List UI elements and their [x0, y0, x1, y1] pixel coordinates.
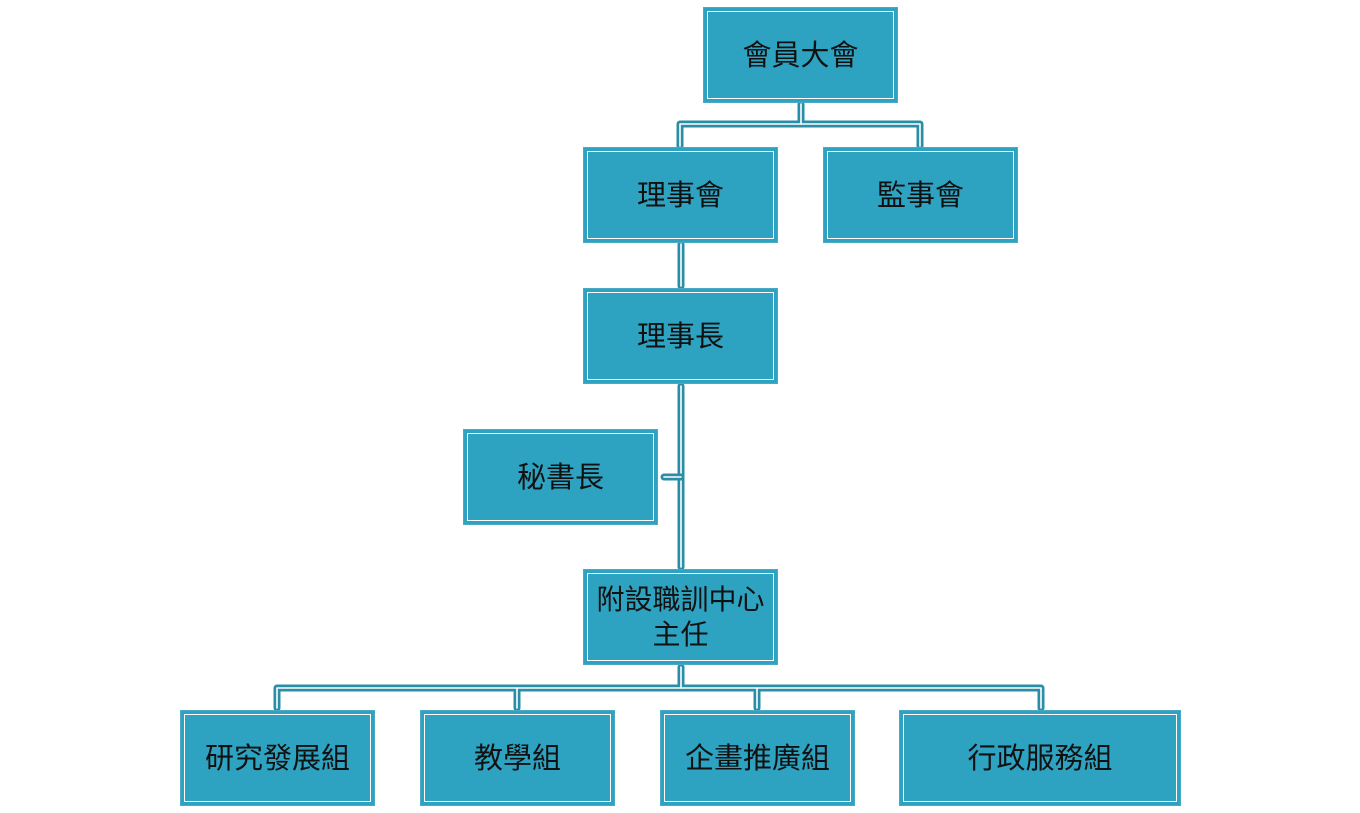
- node-planning-promotion-group: 企畫推廣組: [660, 710, 855, 806]
- node-general-assembly-label: 會員大會: [742, 37, 859, 72]
- node-board-of-supervisors: 監事會: [823, 147, 1018, 243]
- node-secretary-general: 秘書長: [463, 429, 658, 525]
- node-chairman: 理事長: [583, 288, 778, 384]
- node-rd-group: 研究發展組: [180, 710, 375, 806]
- connector-assembly-to-boards: [676, 100, 924, 150]
- node-teaching-group: 教學組: [420, 710, 615, 806]
- node-training-center-director: 附設職訓中心 主任: [583, 569, 778, 665]
- node-training-center-director-label: 附設職訓中心 主任: [596, 583, 765, 651]
- node-board-of-supervisors-label: 監事會: [876, 177, 964, 212]
- node-board-of-directors: 理事會: [583, 147, 778, 243]
- node-planning-promotion-group-label: 企畫推廣組: [684, 740, 830, 775]
- node-teaching-group-label: 教學組: [473, 740, 561, 775]
- node-rd-group-label: 研究發展組: [204, 740, 350, 775]
- node-admin-services-group: 行政服務組: [899, 710, 1181, 806]
- node-board-of-directors-label: 理事會: [636, 177, 724, 212]
- connector-director-to-groups: [273, 663, 1045, 712]
- node-secretary-general-label: 秘書長: [516, 459, 604, 494]
- node-chairman-label: 理事長: [636, 318, 724, 353]
- node-admin-services-group-label: 行政服務組: [967, 740, 1113, 775]
- node-general-assembly: 會員大會: [703, 7, 898, 103]
